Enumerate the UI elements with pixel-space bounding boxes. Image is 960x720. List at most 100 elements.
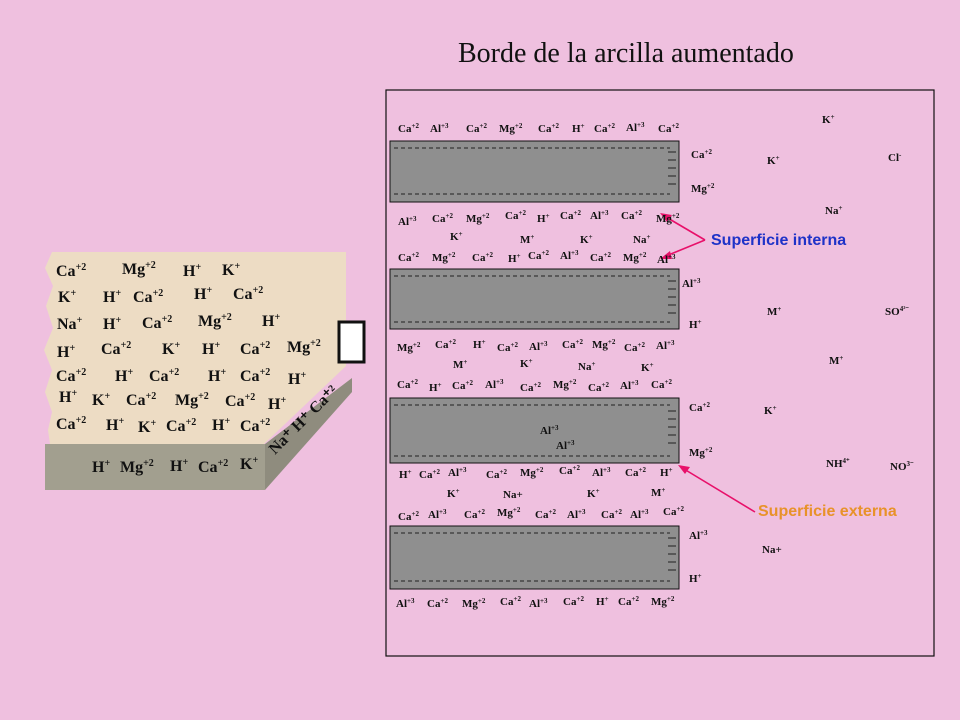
ion-charge: +3 [496, 378, 504, 386]
ion-label: Ca+2 [528, 249, 549, 262]
ion-label: NH4⁺ [826, 457, 850, 470]
ion-label: H+ [170, 457, 188, 475]
ion-charge: +2 [634, 209, 642, 217]
ion-label: Ca+2 [101, 340, 131, 358]
ion-charge: +2 [218, 458, 229, 469]
ion-charge: +2 [572, 464, 580, 472]
ion-label: Mg+2 [656, 212, 680, 225]
ion-charge: +2 [705, 446, 713, 454]
ion-label: Ca+2 [590, 251, 611, 264]
ion-label: M+ [453, 358, 467, 371]
ion-label: Ca+2 [559, 464, 580, 477]
ion-label: M+ [651, 486, 665, 499]
ion-charge: +2 [145, 260, 156, 271]
ion-label: H+ [92, 458, 110, 476]
ion-charge: +2 [465, 379, 473, 387]
ion-charge: +2 [499, 468, 507, 476]
ion-charge: + [591, 360, 595, 368]
ion-label: Mg+2 [122, 260, 156, 278]
ion-charge: + [71, 388, 77, 399]
ion-charge: + [698, 572, 702, 580]
ion-label: Al+3 [682, 277, 701, 290]
ion-charge: +3 [601, 209, 609, 217]
ion-label: Mg+2 [623, 251, 647, 264]
ion-label: Ca+2 [562, 338, 583, 351]
ion-charge: +2 [76, 262, 87, 273]
ion-charge: +2 [76, 367, 87, 378]
ion-charge: +2 [518, 209, 526, 217]
ion-label: H+ [689, 318, 702, 331]
ion-label: Al+3 [398, 215, 417, 228]
ion-charge: +2 [548, 508, 556, 516]
ion-label: H+ [103, 288, 121, 306]
ion-label: Ca+2 [126, 391, 156, 409]
ion-charge: +3 [637, 121, 645, 129]
ion-label: Na+ [57, 315, 83, 333]
ion-charge: +2 [121, 340, 132, 351]
ion-label: Ca+2 [520, 381, 541, 394]
ion-label: Ca+2 [56, 262, 86, 280]
ion-label: Ca+2 [689, 401, 710, 414]
ion-label: Ca+2 [651, 378, 672, 391]
ion-charge: +2 [671, 122, 679, 130]
ion-charge: + [174, 340, 180, 351]
ion-label: H+ [106, 416, 124, 434]
ion-charge: +2 [631, 595, 639, 603]
ion-label: K+ [222, 261, 240, 279]
ion-label: Ca+2 [398, 251, 419, 264]
ion-label: Al+3 [657, 253, 676, 266]
ion-charge: +3 [700, 529, 708, 537]
ion-charge: +2 [260, 340, 271, 351]
ion-label: Al+3 [485, 378, 504, 391]
ion-charge: +2 [485, 251, 493, 259]
ion-charge: +2 [672, 212, 680, 220]
ion-charge: +2 [536, 466, 544, 474]
ion-charge: + [274, 312, 280, 323]
ion-charge: +2 [704, 148, 712, 156]
ion-charge: +2 [477, 508, 485, 516]
ion-charge: +3 [667, 339, 675, 347]
ion-charge: +2 [515, 122, 523, 130]
ion-charge: +2 [569, 378, 577, 386]
ion-charge: +3 [409, 215, 417, 223]
ion-charge: +2 [707, 182, 715, 190]
ion-label: Al+3 [656, 339, 675, 352]
ion-charge: +2 [198, 391, 209, 402]
ion-charge: +2 [608, 338, 616, 346]
ion-charge: + [529, 357, 533, 365]
ion-label: Al+3 [620, 379, 639, 392]
label-superficie-externa: Superficie externa [758, 503, 897, 520]
ion-charge: + [104, 458, 110, 469]
ion-charge: +2 [702, 401, 710, 409]
ion-charge: + [459, 230, 463, 238]
ion-charge: +2 [260, 417, 271, 428]
ion-charge: + [838, 204, 842, 212]
ion-charge: +2 [482, 212, 490, 220]
ion-label: Mg+2 [651, 595, 675, 608]
ion-label: H+ [212, 416, 230, 434]
zoom-panel [385, 89, 935, 657]
ion-charge: + [650, 361, 654, 369]
ion-charge: +2 [221, 312, 232, 323]
ion-charge: +2 [169, 367, 180, 378]
ion-label: K+ [641, 361, 654, 374]
ion-label: Ca+2 [435, 338, 456, 351]
ion-charge: +2 [639, 251, 647, 259]
ion-charge: +2 [186, 417, 197, 428]
ion-charge: 4²⁻ [900, 305, 910, 313]
ion-charge: +3 [603, 466, 611, 474]
ion-charge: + [69, 343, 75, 354]
clay-layer-3 [389, 397, 680, 464]
ion-charge: +2 [432, 468, 440, 476]
ion-label: Ca+2 [563, 595, 584, 608]
ion-charge: + [438, 381, 442, 389]
ion-charge: +2 [637, 341, 645, 349]
ion-label: Al+3 [630, 508, 649, 521]
ion-charge: + [773, 404, 777, 412]
ion-label: Mg+2 [592, 338, 616, 351]
ion-charge: 3⁻ [907, 460, 915, 468]
ion-charge: + [224, 416, 230, 427]
ion-charge: +2 [445, 212, 453, 220]
